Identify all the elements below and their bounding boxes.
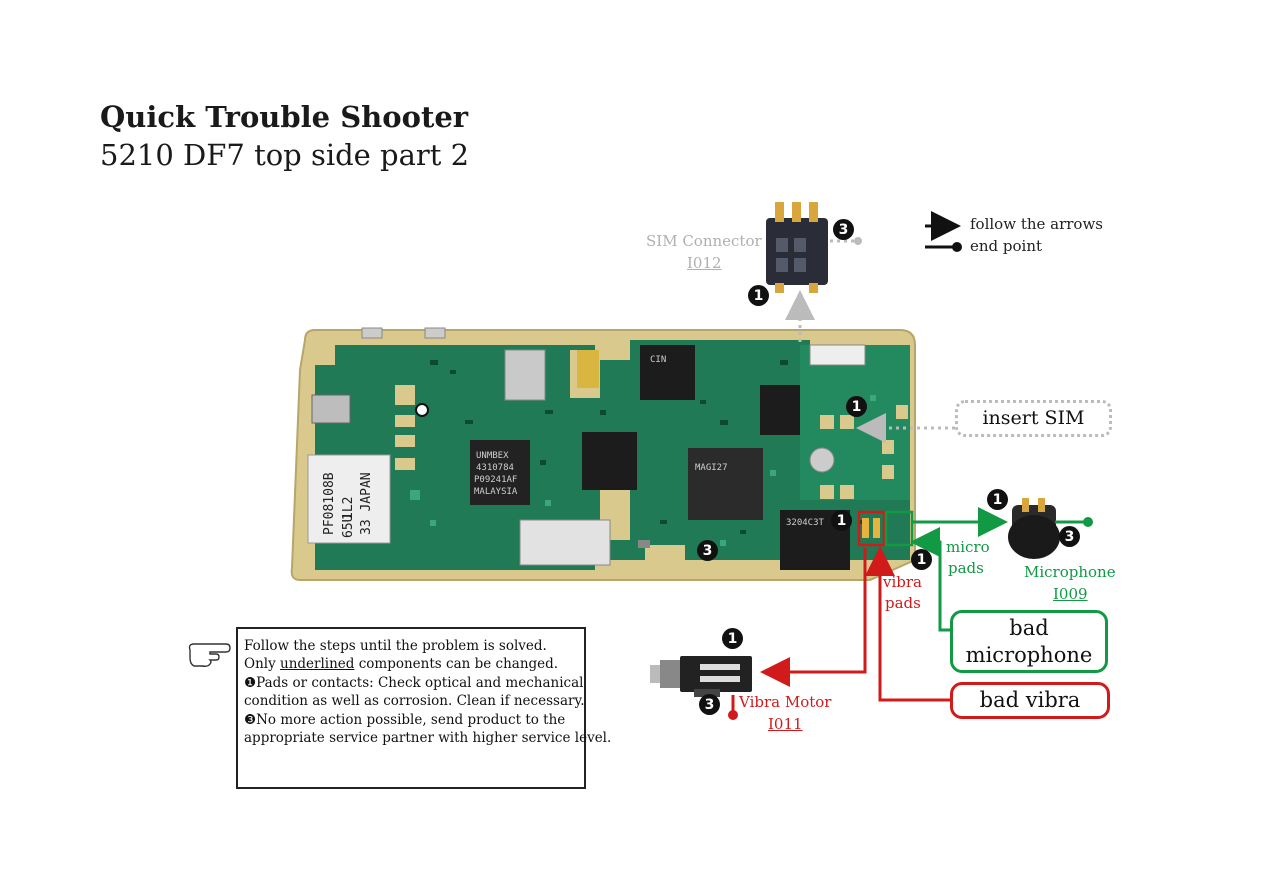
bad-microphone-line2: microphone	[965, 642, 1093, 667]
chip-label-mid-3: P09241AF	[474, 475, 517, 485]
instruction-line-1: Follow the steps until the problem is so…	[244, 638, 547, 654]
instruction-line-5: ❸No more action possible, send product t…	[244, 711, 566, 728]
mic-arrow-from-callout	[910, 527, 950, 632]
marker-3-microphone: 3	[1059, 526, 1080, 547]
legend-endpoint-label: end point	[970, 237, 1043, 255]
chip-label-mid: UNMBEX	[476, 451, 509, 461]
bad-microphone-callout[interactable]: bad microphone	[950, 610, 1108, 673]
chip-label-mcu: MAGI27	[695, 463, 728, 473]
legend-follow-label: follow the arrows	[970, 215, 1104, 233]
instruction-line-2-pre: Only	[244, 656, 280, 673]
vibra-pads-label-1: vibra	[883, 573, 922, 591]
chip-label-mid-2: 4310784	[476, 463, 514, 473]
chip-label-left-3: 33 JAPAN	[359, 472, 374, 535]
bad-vibra-label: bad vibra	[979, 688, 1081, 712]
chip-label-left-4: 65U	[341, 515, 356, 538]
instruction-line-4: condition as well as corrosion. Clean if…	[244, 693, 585, 710]
instruction-underlined-word: underlined	[280, 656, 355, 673]
marker-1-sim-pads: 1	[846, 396, 867, 417]
microphone-name: Microphone	[1024, 563, 1116, 581]
marker-3-vibra-motor: 3	[699, 694, 720, 715]
instruction-line-3: ❶Pads or contacts: Check optical and mec…	[244, 674, 584, 691]
sim-connector-image	[766, 202, 828, 293]
pcb-board	[290, 327, 916, 581]
vibra-arrow-from-callout	[865, 546, 950, 702]
insert-sim-callout[interactable]: insert SIM	[955, 400, 1112, 437]
marker-1-vibra-pads: 1	[831, 510, 852, 531]
chip-label-right: 3204C3T	[786, 518, 825, 528]
marker-1-micro-pads: 1	[911, 549, 932, 570]
sim-connector-code[interactable]: I012	[687, 254, 722, 272]
instructions-box: Follow the steps until the problem is so…	[236, 627, 612, 789]
instruction-line-6: appropriate service partner with higher …	[244, 730, 612, 747]
marker-1-sim: 1	[748, 285, 769, 306]
vibra-arrow-to-motor	[760, 548, 867, 687]
marker-3-board: 3	[697, 540, 718, 561]
bad-vibra-callout[interactable]: bad vibra	[950, 682, 1110, 719]
bad-microphone-line1: bad	[1009, 615, 1049, 640]
vibra-motor-image	[650, 656, 752, 697]
marker-1-microphone: 1	[987, 489, 1008, 510]
pointing-hand-icon	[188, 643, 231, 667]
sim-connector-name: SIM Connector	[646, 232, 762, 250]
chip-label-mid-4: MALAYSIA	[474, 487, 518, 497]
microphone-code[interactable]: I009	[1053, 585, 1088, 603]
page-title: Quick Trouble Shooter	[100, 100, 469, 134]
micro-pads-label-2: pads	[948, 559, 984, 577]
instruction-line-2: Only underlined components can be change…	[244, 655, 578, 673]
microphone-image	[1008, 498, 1060, 559]
chip-label-top: CIN	[650, 355, 666, 365]
marker-1-vibra-motor: 1	[722, 628, 743, 649]
micro-pads-label-1: micro	[946, 538, 990, 556]
chip-label-left: PF08108B	[322, 472, 337, 535]
vibra-motor-name: Vibra Motor	[739, 693, 832, 711]
page-subtitle: 5210 DF7 top side part 2	[100, 138, 470, 172]
vibra-motor-code[interactable]: I011	[768, 715, 803, 733]
insert-sim-label: insert SIM	[982, 407, 1085, 429]
vibra-pads-label-2: pads	[885, 594, 921, 612]
instruction-line-2-post: components can be changed.	[354, 656, 559, 673]
chip-label-left-2: 1L2	[341, 497, 356, 520]
marker-3-sim: 3	[833, 219, 854, 240]
